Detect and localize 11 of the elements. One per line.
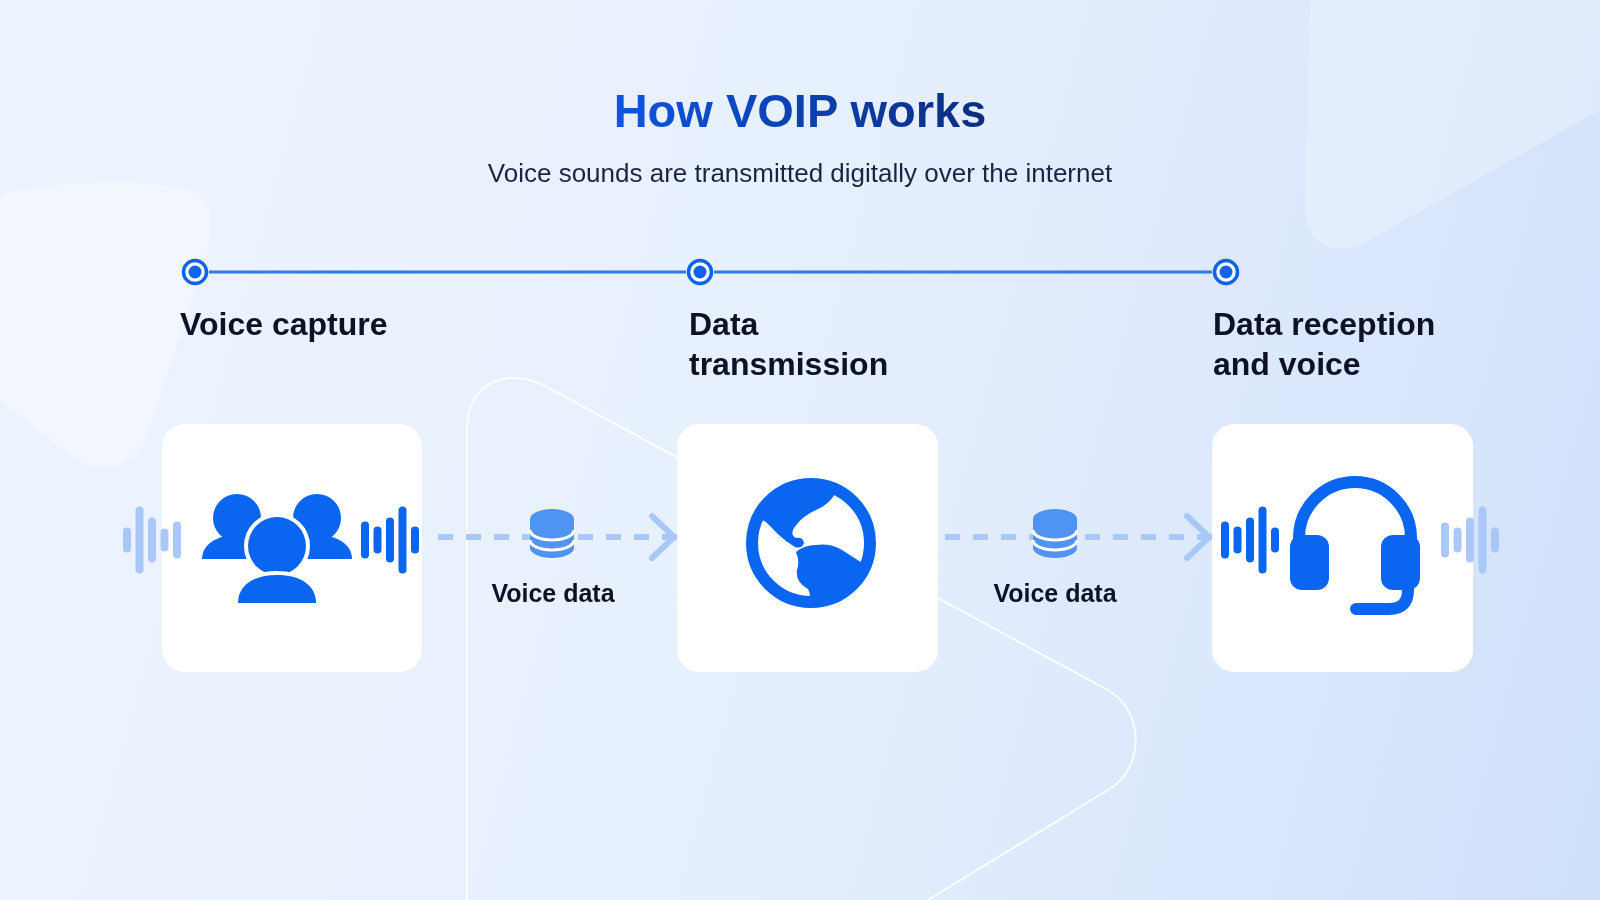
subtitle: Voice sounds are transmitted digitally over the internet — [487, 157, 1113, 189]
timeline-dot — [1212, 258, 1240, 286]
timeline-line — [714, 270, 1212, 274]
timeline-dot — [181, 258, 209, 286]
timeline-dot — [686, 258, 714, 286]
step-heading: Data reception and voice — [1213, 305, 1437, 384]
edge-label: Voice data — [491, 578, 615, 608]
step-heading: Voice capture — [180, 305, 389, 344]
edge-label: Voice data — [993, 578, 1117, 608]
step-heading: Data transmission — [689, 305, 890, 384]
timeline-line — [209, 270, 686, 274]
